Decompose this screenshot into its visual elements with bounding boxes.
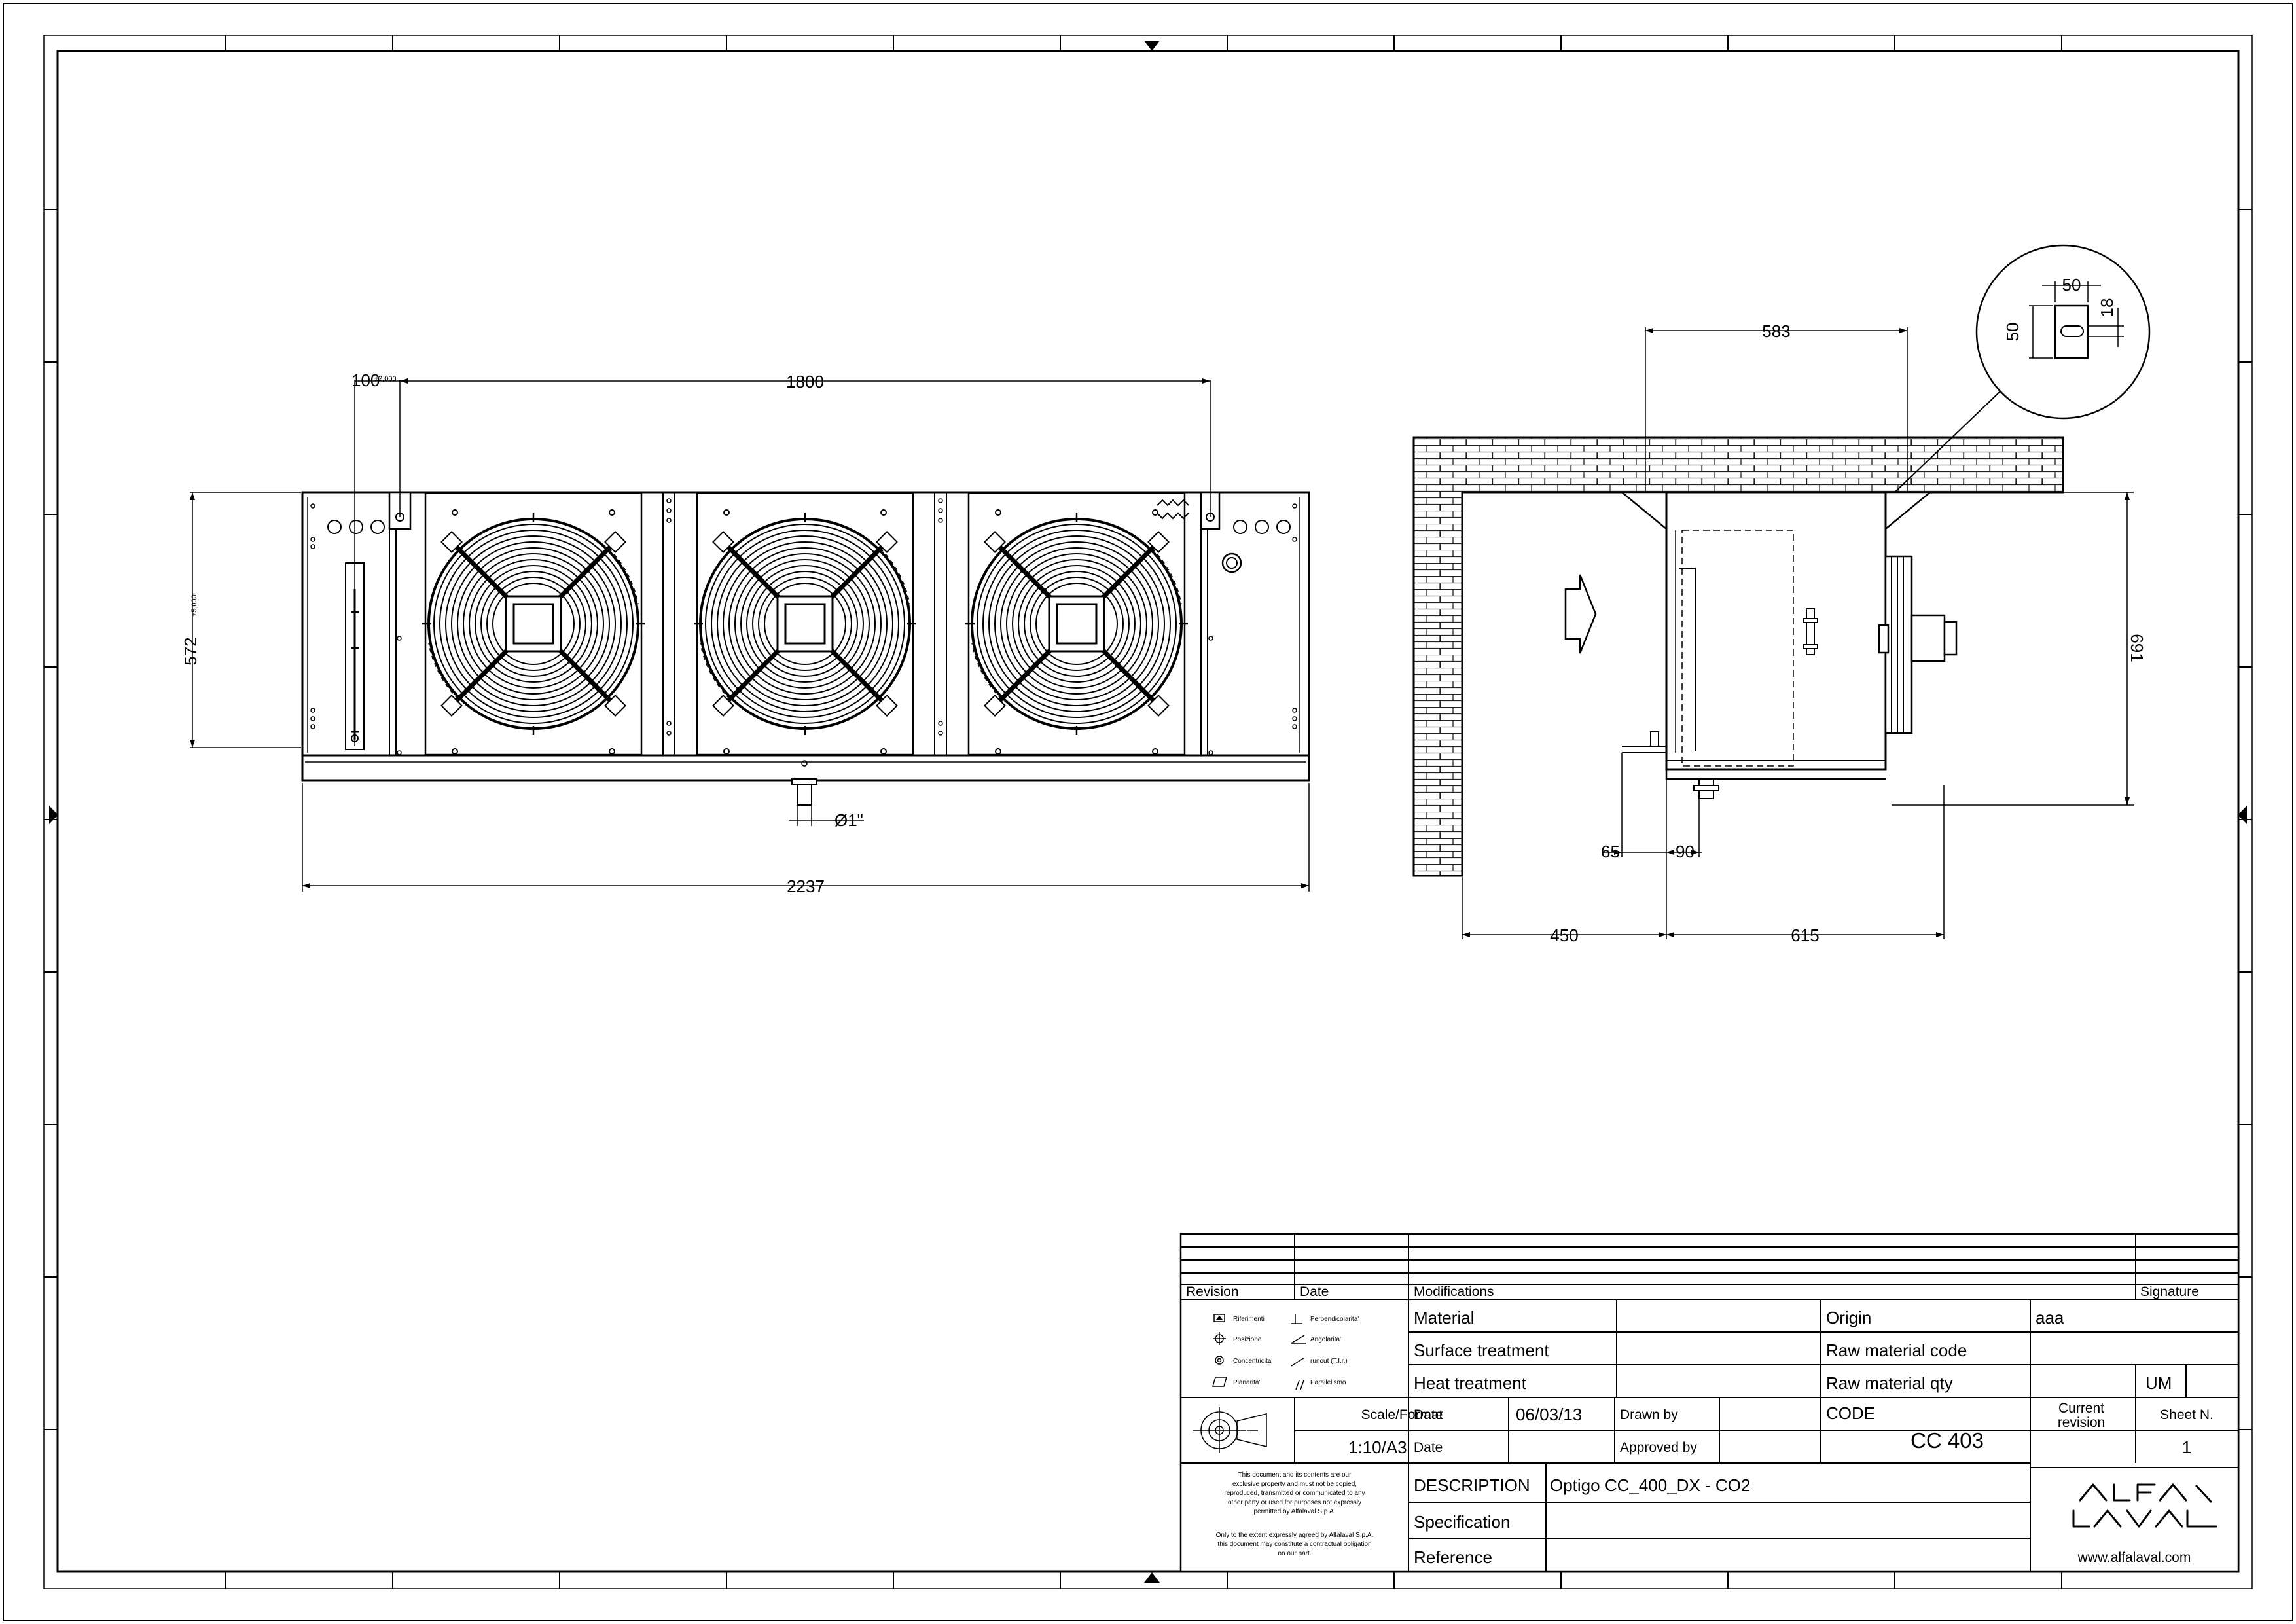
centering-arrows — [49, 41, 2247, 1583]
fan-3 — [965, 493, 1188, 755]
svg-text:exclusive property and must no: exclusive property and must not be copie… — [1232, 1481, 1357, 1488]
side-view-dimensions — [1462, 281, 2134, 939]
scale-format-label: Scale/Format — [1361, 1407, 1443, 1422]
svg-text:other party or used for purpos: other party or used for purposes not exp… — [1228, 1499, 1361, 1506]
heat-treatment-label: Heat treatment — [1414, 1373, 1527, 1393]
current-revision-label-1: Current — [2058, 1401, 2104, 1416]
drawn-by-label: Drawn by — [1620, 1407, 1678, 1422]
date-label: Date — [1414, 1407, 1443, 1422]
symbol-perpendicolarita: Perpendicolarita' — [1310, 1316, 1359, 1323]
svg-text:reproduced, transmitted or com: reproduced, transmitted or communicated … — [1224, 1490, 1365, 1497]
fan-1 — [422, 493, 645, 755]
date-value: 06/03/13 — [1516, 1405, 1582, 1424]
svg-text:This document and its contents: This document and its contents are our — [1238, 1471, 1352, 1479]
symbol-runout: runout (T.I.r.) — [1310, 1358, 1348, 1365]
code-label: CODE — [1826, 1403, 1875, 1423]
date2-label: Date — [1414, 1440, 1443, 1455]
raw-material-qty-label: Raw material qty — [1826, 1373, 1953, 1393]
dim-fan-spacing: 1800 — [786, 372, 824, 391]
svg-text:this document may constitute a: this document may constitute a contractu… — [1217, 1541, 1371, 1548]
dim-65: 65 — [1601, 842, 1620, 861]
detail-dim-height: 50 — [2003, 323, 2022, 342]
symbol-posizione: Posizione — [1233, 1336, 1262, 1343]
symbol-planarita: Planarita' — [1233, 1379, 1260, 1386]
sheet-number-value: 1 — [2182, 1437, 2191, 1457]
front-view-dimensions — [190, 380, 1310, 892]
alfa-laval-logo — [2072, 1483, 2217, 1528]
origin-label: Origin — [1826, 1308, 1871, 1327]
current-revision-label-2: revision — [2058, 1415, 2105, 1430]
detail-dim-width: 50 — [2062, 275, 2081, 295]
surface-treatment-label: Surface treatment — [1414, 1341, 1549, 1360]
header-modifications: Modifications — [1414, 1284, 1494, 1299]
sheet-number-label: Sheet N. — [2160, 1407, 2214, 1422]
zone-ticks — [44, 35, 2252, 1589]
symbol-angolarita: Angolarita' — [1310, 1336, 1341, 1343]
dim-front-height-tolerance: ±5,000 — [190, 594, 198, 617]
dim-front-height: 572 — [181, 637, 200, 665]
dim-drain-diameter: Ø1" — [834, 810, 863, 830]
projection-symbol — [1193, 1407, 1267, 1453]
reference-label: Reference — [1414, 1547, 1492, 1567]
svg-text:Only to the extent expressly a: Only to the extent expressly agreed by A… — [1216, 1532, 1374, 1539]
dim-wall-gap: 450 — [1550, 926, 1578, 945]
sheet-border — [3, 3, 2293, 1621]
side-view-dimension-arrows — [1462, 328, 2130, 937]
raw-material-code-label: Raw material code — [1826, 1341, 1967, 1360]
dim-pitch: 100 — [351, 370, 380, 390]
symbol-concentricita: Concentricita' — [1233, 1358, 1272, 1365]
fan-2 — [694, 493, 916, 755]
dim-pitch-tolerance: ±2,000 — [374, 375, 397, 383]
front-view-dimension-arrows — [190, 378, 1309, 888]
description-label: DESCRIPTION — [1414, 1475, 1530, 1495]
header-date: Date — [1300, 1284, 1329, 1299]
origin-value: aaa — [2036, 1308, 2064, 1327]
website: www.alfalaval.com — [2077, 1550, 2191, 1565]
specification-label: Specification — [1414, 1512, 1510, 1532]
header-signature: Signature — [2140, 1284, 2199, 1299]
um-label: UM — [2145, 1373, 2172, 1393]
scale-format-value: 1:10/A3 — [1348, 1437, 1407, 1457]
material-label: Material — [1414, 1308, 1474, 1327]
code-value: CC 403 — [1910, 1428, 1984, 1453]
description-value: Optigo CC_400_DX - CO2 — [1550, 1475, 1750, 1495]
tolerance-symbols — [1212, 1314, 1306, 1390]
header-revision: Revision — [1186, 1284, 1239, 1299]
svg-text:permitted by Alfalaval S.p.A.: permitted by Alfalaval S.p.A. — [1253, 1508, 1335, 1515]
disclaimer: This document and its contents are our e… — [1216, 1471, 1374, 1557]
side-view — [1412, 244, 2151, 877]
symbol-parallelismo: Parallelismo — [1310, 1379, 1346, 1386]
svg-text:on our part.: on our part. — [1278, 1550, 1311, 1557]
front-view — [301, 492, 1310, 806]
dim-side-height: 691 — [2127, 634, 2147, 662]
dim-90: 90 — [1676, 842, 1695, 861]
detail-dim-slot: 18 — [2097, 298, 2117, 317]
symbol-riferimenti: Riferimenti — [1233, 1316, 1265, 1323]
dim-unit-depth: 615 — [1791, 926, 1819, 945]
title-block: Riferimenti Posizione Concentricita' Pla… — [1179, 1233, 2240, 1573]
approved-by-label: Approved by — [1620, 1440, 1697, 1455]
dim-bracket-spacing: 583 — [1762, 321, 1790, 341]
dim-overall-length: 2237 — [787, 876, 825, 896]
